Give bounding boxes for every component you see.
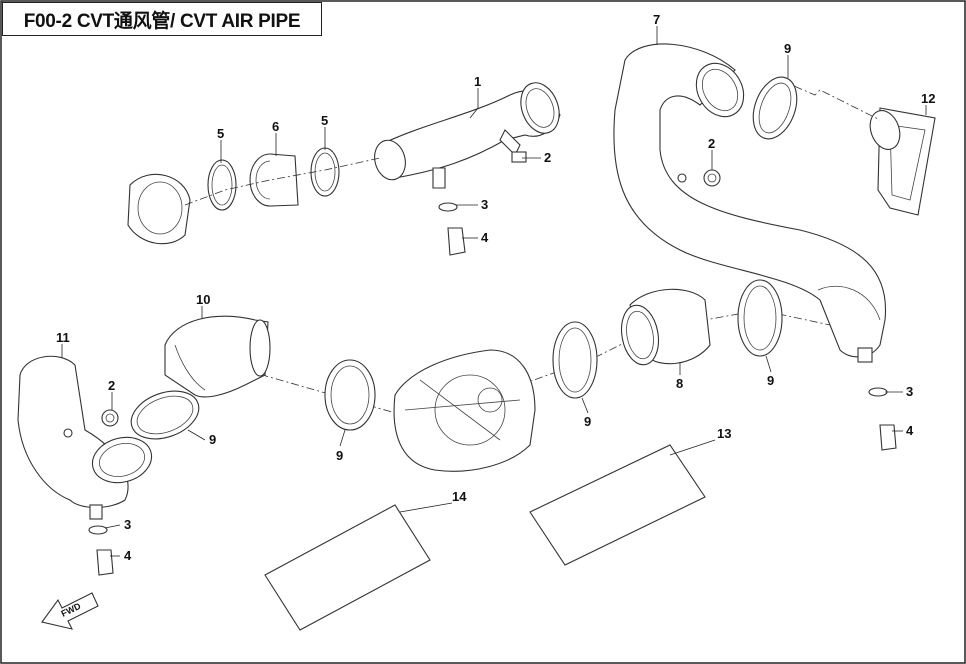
- housing-fragment-upper: [127, 173, 191, 245]
- callout-3-lower: 3: [124, 517, 131, 532]
- callout-9-top-right: 9: [784, 41, 791, 56]
- callout-10: 10: [196, 292, 210, 307]
- callout-2-left: 2: [108, 378, 115, 393]
- part-3-clip-upper: [438, 202, 458, 212]
- part-8-coupler-sleeve: [620, 288, 711, 366]
- part-5-clamp-left: [207, 159, 237, 211]
- callout-9-right: 9: [584, 414, 591, 429]
- callout-6: 6: [272, 119, 279, 134]
- fwd-arrow-icon: FWD: [41, 592, 99, 630]
- page-title: F00-2 CVT通风管/ CVT AIR PIPE: [2, 2, 322, 36]
- callout-7: 7: [653, 12, 660, 27]
- callout-5-left: 5: [217, 126, 224, 141]
- callout-3-right: 3: [906, 384, 913, 399]
- callout-5-right: 5: [321, 113, 328, 128]
- callout-13: 13: [717, 426, 731, 441]
- callout-4-upper: 4: [481, 230, 489, 245]
- part-9-clamp-center: [324, 359, 376, 431]
- part-9-clamp-right: [552, 321, 598, 399]
- callout-2-upper: 2: [544, 150, 551, 165]
- part-4-cap-right: [879, 424, 897, 451]
- part-11-lower-duct: [17, 355, 153, 520]
- part-9-clamp-far-right: [737, 279, 783, 357]
- callout-8: 8: [676, 376, 683, 391]
- cvt-housing: [393, 349, 536, 472]
- part-10-elbow-duct: [164, 315, 271, 398]
- part-14-label-sheet: [264, 504, 431, 631]
- part-7-main-duct: [613, 43, 887, 363]
- part-3-clip-lower: [88, 525, 108, 535]
- part-2-grommet-left: [63, 409, 119, 438]
- part-12-inlet-cover: [869, 107, 936, 216]
- part-2-grommet-upper: [511, 151, 527, 163]
- callout-2-right: 2: [708, 136, 715, 151]
- callout-9-lower-left: 9: [209, 432, 216, 447]
- centerline-top-right: [779, 79, 881, 121]
- callout-4-lower: 4: [124, 548, 132, 563]
- part-1-cvt-pipe: [374, 82, 561, 189]
- callout-4-right: 4: [906, 423, 914, 438]
- callout-11: 11: [56, 330, 70, 345]
- callout-9-center: 9: [336, 448, 343, 463]
- part-6-coupler: [249, 153, 299, 207]
- leader-lines: [61, 26, 927, 557]
- callout-1: 1: [474, 74, 481, 89]
- callout-9-far-right: 9: [767, 373, 774, 388]
- part-4-cap-upper: [447, 227, 466, 256]
- callout-numbers: 1 2 2 2 3 3 3 4 4 4 5 5 6 7 8 9 9 9 9 9 …: [56, 12, 935, 563]
- centerline-upper: [184, 157, 381, 206]
- centerline-left: [244, 369, 421, 421]
- callout-14: 14: [452, 489, 467, 504]
- callout-12: 12: [921, 91, 935, 106]
- part-9-clamp-top-right: [752, 76, 798, 140]
- part-3-clip-right: [868, 387, 888, 397]
- part-4-cap-lower: [96, 549, 114, 576]
- part-2-grommet-right: [677, 169, 721, 187]
- part-13-label-sheet: [529, 444, 706, 566]
- part-9-clamp-lower-left: [130, 390, 200, 440]
- callout-3-upper: 3: [481, 197, 488, 212]
